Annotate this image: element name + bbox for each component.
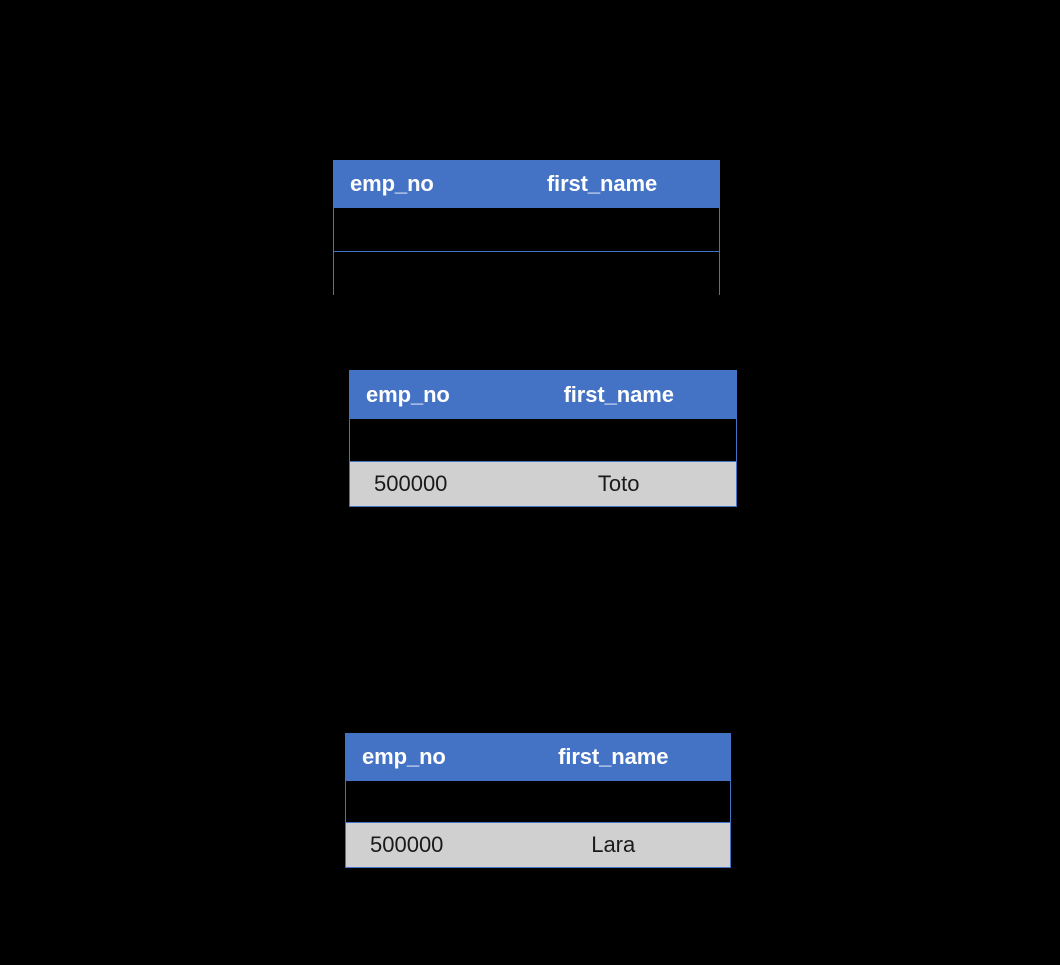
table-row: 500000 Lara	[346, 822, 730, 867]
table-row	[334, 251, 719, 295]
table-header-row: emp_no first_name	[334, 161, 719, 207]
column-header-emp-no: emp_no	[350, 171, 434, 196]
cell-first-name	[515, 208, 719, 251]
table-header-row: emp_no first_name	[346, 734, 730, 780]
result-table-2: emp_no first_name 500000 Toto	[349, 370, 737, 507]
column-header-first-name: first_name	[563, 381, 674, 407]
cell-first-name	[531, 419, 736, 461]
cell-first-name	[515, 252, 719, 295]
cell-emp-no: 500000	[374, 471, 448, 496]
cell-emp-no: 500000	[370, 832, 444, 857]
cell-first-name: Toto	[597, 471, 640, 496]
result-table-1: emp_no first_name	[333, 160, 720, 295]
column-header-emp-no: emp_no	[366, 381, 450, 407]
cell-emp-no	[346, 781, 526, 822]
table-row	[350, 418, 736, 461]
table-row: 500000 Toto	[350, 461, 736, 506]
table-row	[346, 780, 730, 822]
cell-first-name: Lara	[591, 832, 636, 857]
table-header-row: emp_no first_name	[350, 371, 736, 418]
column-header-first-name: first_name	[546, 171, 658, 196]
cell-emp-no	[334, 252, 515, 295]
result-table-3: emp_no first_name 500000 Lara	[345, 733, 731, 868]
cell-first-name	[526, 781, 730, 822]
column-header-emp-no: emp_no	[362, 744, 446, 769]
column-header-first-name: first_name	[558, 744, 669, 769]
cell-emp-no	[334, 208, 515, 251]
table-row	[334, 207, 719, 251]
cell-emp-no	[350, 419, 531, 461]
